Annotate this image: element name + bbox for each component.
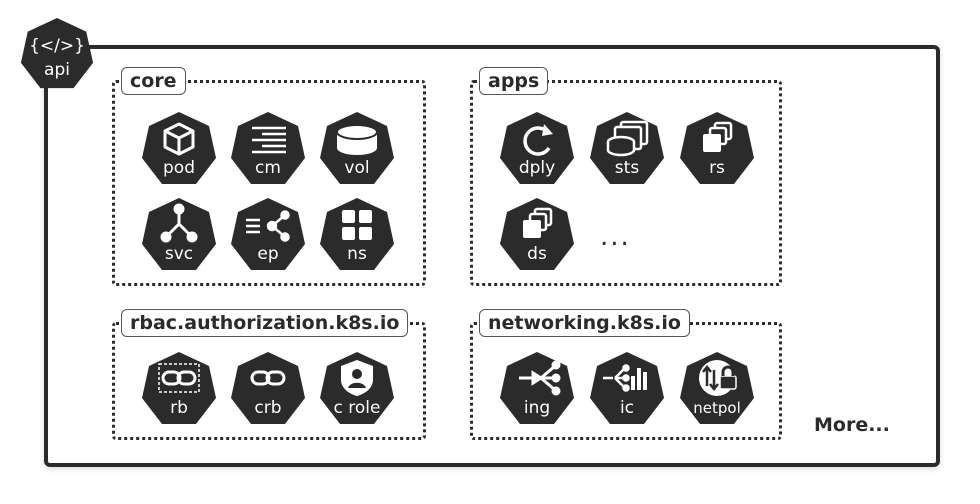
resource-ic-label: ic: [619, 398, 635, 418]
api-badge: {</>} api: [18, 16, 96, 94]
resource-c-role-label: c role: [333, 398, 381, 418]
grid-icon: [342, 210, 372, 240]
apps-ellipsis: ...: [600, 222, 631, 252]
resource-cm[interactable]: cm: [228, 110, 308, 190]
api-symbol: {</>}: [29, 36, 85, 56]
resource-pod-label: pod: [163, 158, 195, 178]
resource-netpol[interactable]: netpol: [677, 350, 757, 430]
group-networking: networking.k8s.io: [470, 309, 782, 440]
resource-pod[interactable]: pod: [139, 110, 219, 190]
endpoint-icon: [246, 210, 290, 242]
resource-rs[interactable]: rs: [677, 110, 757, 190]
resource-ing-label: ing: [523, 398, 551, 418]
resource-cm-label: cm: [255, 158, 281, 178]
config-lines-icon: [252, 126, 286, 154]
group-rbac-title: rbac.authorization.k8s.io: [121, 309, 409, 337]
resource-dply-label: dply: [518, 158, 556, 178]
resource-crb[interactable]: crb: [228, 350, 308, 430]
resource-ep-label: ep: [257, 244, 279, 264]
cylinder-icon: [337, 125, 377, 155]
group-networking-title: networking.k8s.io: [479, 309, 690, 337]
resource-c-role[interactable]: c role: [317, 350, 397, 430]
resource-rs-label: rs: [709, 158, 725, 178]
network-policy-icon: [702, 364, 737, 392]
refresh-icon: [523, 126, 551, 156]
group-core: core: [112, 67, 426, 286]
group-core-title: core: [121, 67, 186, 95]
resource-ns-label: ns: [347, 244, 367, 264]
ingress-controller-icon: [603, 364, 647, 392]
link-icon: [250, 370, 286, 386]
resource-vol[interactable]: vol: [317, 110, 397, 190]
cube-icon: [163, 122, 195, 156]
ingress-icon: [519, 360, 561, 396]
resource-crb-label: crb: [254, 398, 282, 418]
resource-dply[interactable]: dply: [497, 110, 577, 190]
resource-ing[interactable]: ing: [497, 350, 577, 430]
resource-vol-label: vol: [344, 158, 370, 178]
group-apps: apps: [470, 67, 782, 286]
resource-svc[interactable]: svc: [139, 196, 219, 276]
resource-rb-label: rb: [170, 398, 188, 418]
link-icon: [161, 370, 197, 386]
resource-netpol-label: netpol: [693, 399, 741, 417]
resource-ds[interactable]: ds: [497, 196, 577, 276]
resource-sts[interactable]: sts: [587, 110, 667, 190]
resource-ic[interactable]: ic: [587, 350, 667, 430]
group-rbac: rbac.authorization.k8s.io: [112, 309, 426, 440]
more-link[interactable]: More...: [814, 414, 890, 436]
service-branch-icon: [160, 203, 198, 243]
resource-sts-label: sts: [614, 158, 640, 178]
resource-ns[interactable]: ns: [317, 196, 397, 276]
resource-ep[interactable]: ep: [228, 196, 308, 276]
api-label: api: [44, 60, 70, 80]
api-frame: [44, 45, 940, 467]
resource-rb[interactable]: rb: [139, 350, 219, 430]
resource-svc-label: svc: [164, 244, 194, 264]
resource-ds-label: ds: [527, 244, 547, 264]
group-apps-title: apps: [479, 67, 549, 95]
stateful-stack-icon: [606, 120, 649, 157]
user-shield-icon: [341, 360, 373, 396]
